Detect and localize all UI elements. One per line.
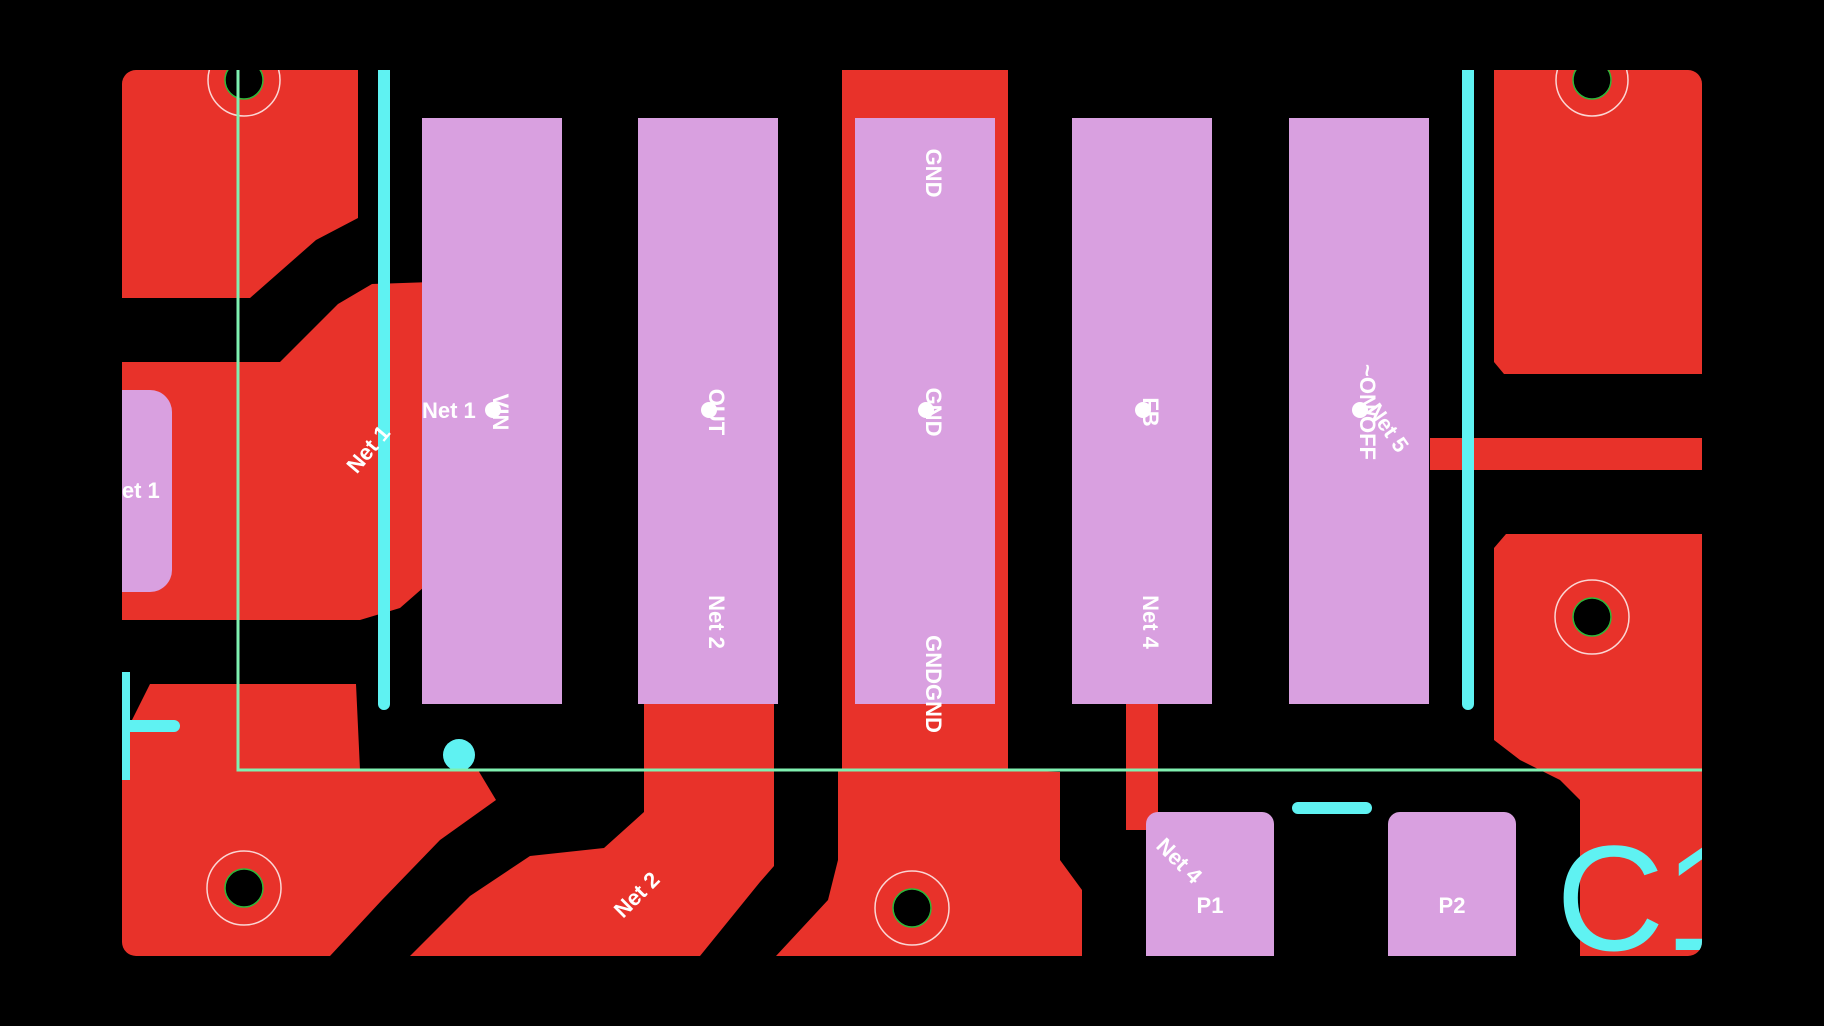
pad-center-dots bbox=[485, 402, 1368, 418]
copper-pour-top-left bbox=[122, 70, 358, 298]
copper-trace-net5 bbox=[1430, 438, 1702, 470]
net4-pad-label: Net 4 bbox=[1138, 595, 1163, 650]
copper-pour-net2 bbox=[410, 700, 774, 956]
mounting-hole-top-right bbox=[1555, 70, 1629, 117]
p1-label: P1 bbox=[1197, 893, 1224, 918]
gnd-label-top: GND bbox=[921, 149, 946, 198]
net2-pad-label: Net 2 bbox=[704, 595, 729, 649]
net1-left-pad-label: Net 1 bbox=[106, 478, 160, 503]
pad-dot-1 bbox=[485, 402, 501, 418]
copper-pour-bottom-left bbox=[122, 684, 496, 956]
gnd-label-bottom: GNDGND bbox=[921, 635, 946, 733]
pad-p1[interactable] bbox=[1146, 812, 1274, 982]
holes-layer bbox=[206, 70, 1630, 946]
silkscreen-layer: C1 bbox=[122, 70, 1748, 982]
net1-pad-label: Net 1 bbox=[422, 398, 476, 423]
pad-dot-2 bbox=[701, 402, 717, 418]
refdes-c1: C1 bbox=[1556, 814, 1748, 982]
copper-pour-net1 bbox=[122, 282, 432, 620]
copper-trace-net4 bbox=[1126, 700, 1158, 830]
mounting-hole-bottom-center bbox=[874, 870, 950, 946]
pin1-marker-dot bbox=[443, 739, 475, 771]
mounting-hole-right bbox=[1554, 579, 1630, 655]
pad-dot-4 bbox=[1135, 402, 1151, 418]
pad-net1-left[interactable] bbox=[82, 390, 172, 592]
mounting-hole-bottom-left bbox=[206, 850, 282, 926]
mounting-hole-top-left bbox=[207, 70, 281, 117]
pad-dot-5 bbox=[1352, 402, 1368, 418]
pad-dot-3 bbox=[918, 402, 934, 418]
copper-pour-bottom-right bbox=[1494, 534, 1702, 956]
component-outline bbox=[236, 70, 1702, 772]
p2-label: P2 bbox=[1439, 893, 1466, 918]
copper-pour-top-right bbox=[1494, 70, 1702, 374]
pad-p2[interactable] bbox=[1388, 812, 1516, 982]
